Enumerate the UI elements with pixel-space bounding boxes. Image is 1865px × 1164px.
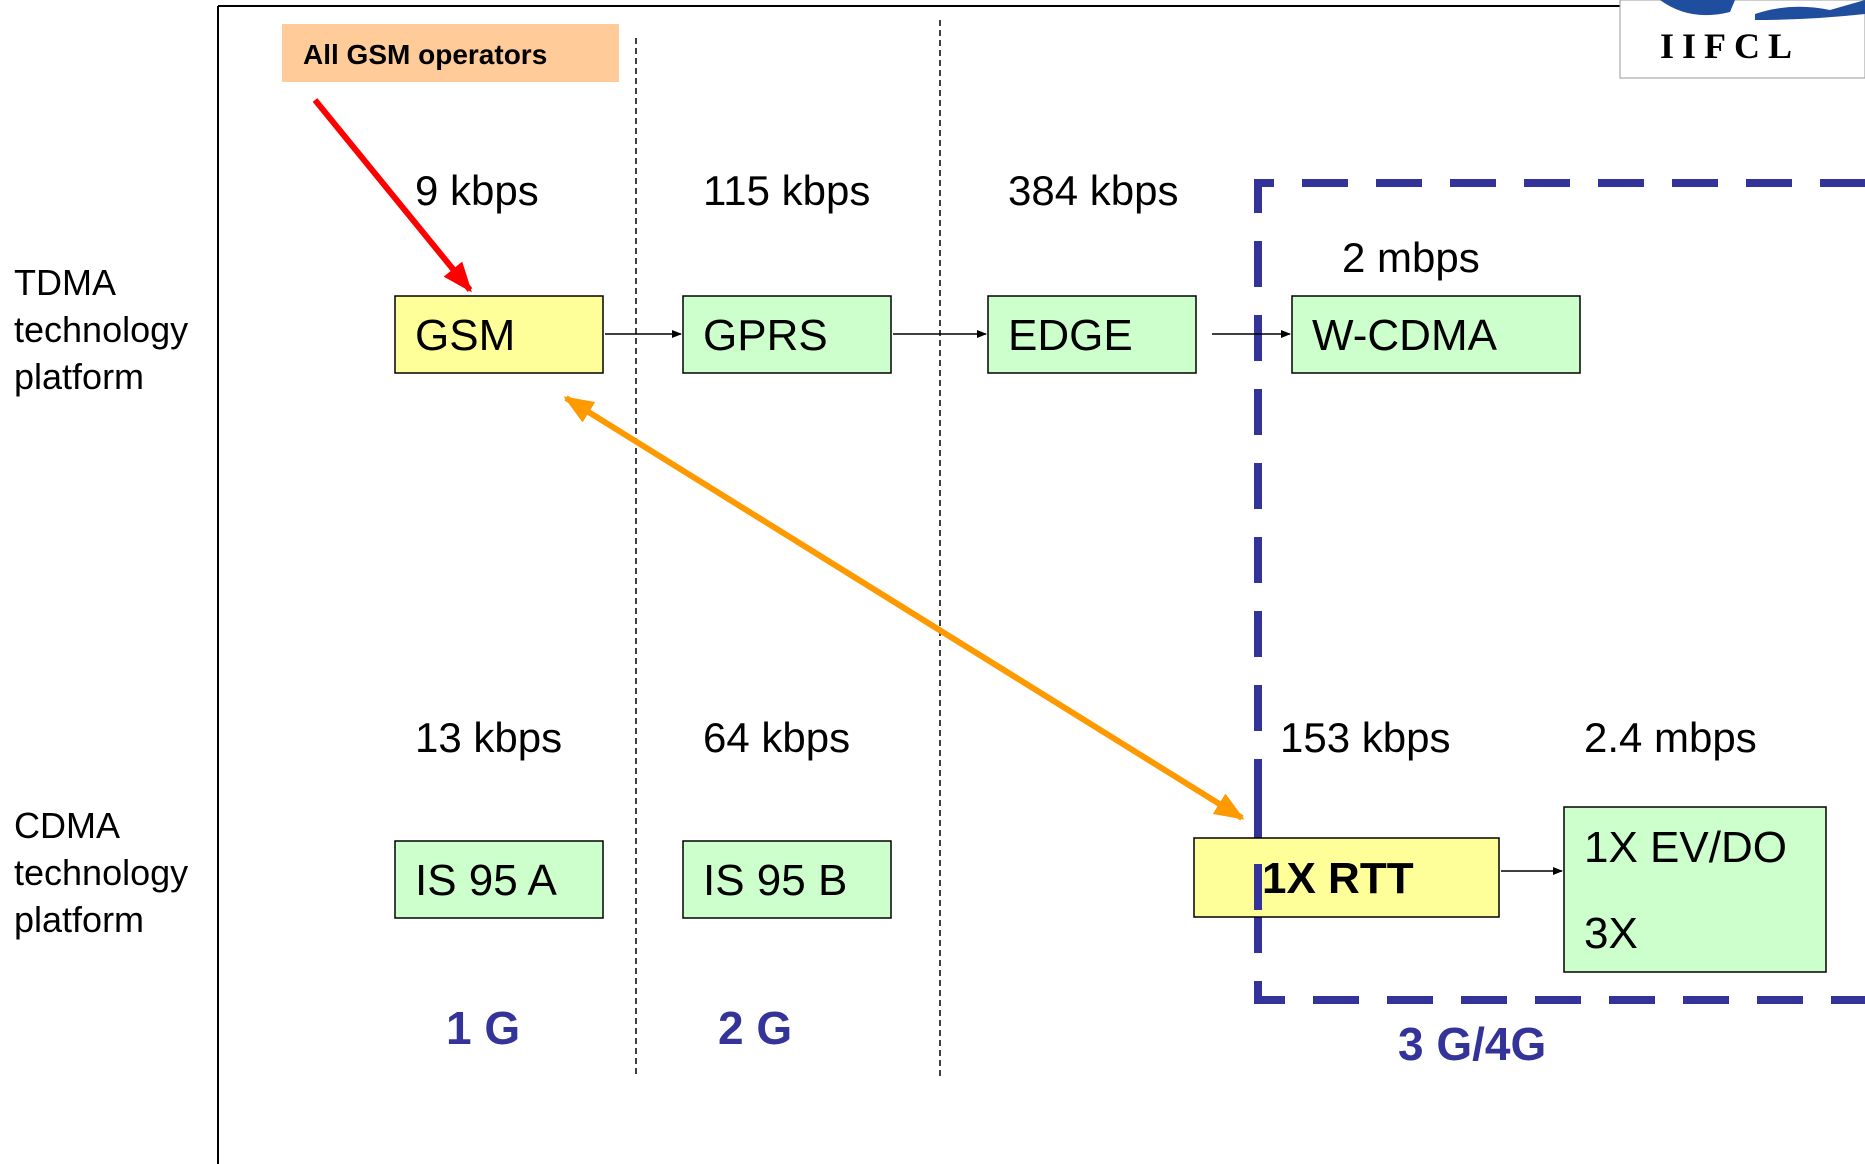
speed-edge: 384 kbps [1008,167,1178,214]
node-gprs-label: GPRS [703,311,828,360]
callout-box [282,24,619,82]
node-is95b: IS 95 B [682,840,892,919]
node-evdo-3x: 1X EV/DO 3X [1563,806,1827,973]
node-is95b-label: IS 95 B [703,856,847,905]
speed-is95a: 13 kbps [415,714,562,761]
node-is95a-label: IS 95 A [415,856,558,905]
tdma-line-1: TDMA [14,262,116,303]
cdma-line-1: CDMA [14,805,120,846]
node-1xrtt: 1X RTT [1193,837,1500,918]
generation-1g: 1 G [446,1002,520,1054]
generation-3g-4g: 3 G/4G [1398,1018,1546,1070]
tdma-line-3: platform [14,356,144,397]
node-gsm: GSM [394,295,604,374]
arrow-callout-to-gsm [312,98,473,293]
callout-label: All GSM operators [303,39,547,70]
speed-1xrtt: 153 kbps [1280,714,1450,761]
node-is95a: IS 95 A [394,840,604,919]
node-evdo-label: 1X EV/DO [1584,823,1787,872]
cdma-line-2: technology [14,852,188,893]
node-3x-label: 3X [1584,909,1638,958]
iifcl-logo: IIFCL [1619,0,1865,79]
logo-text: IIFCL [1660,26,1800,66]
arrow-gsm-to-1xrtt [563,395,1245,821]
node-gsm-label: GSM [415,311,515,360]
node-wcdma: W-CDMA [1291,295,1581,374]
speed-gsm: 9 kbps [415,167,539,214]
speed-wcdma: 2 mbps [1342,234,1480,281]
node-edge-label: EDGE [1008,311,1133,360]
generation-2g: 2 G [718,1002,792,1054]
cdma-platform-label: CDMA technology platform [14,805,198,940]
speed-evdo: 2.4 mbps [1584,714,1757,761]
cdma-line-3: platform [14,899,144,940]
node-wcdma-label: W-CDMA [1312,311,1498,360]
3g-4g-region [1254,179,1865,1004]
speed-gprs: 115 kbps [703,167,870,214]
node-gprs: GPRS [682,295,892,374]
speed-is95b: 64 kbps [703,714,850,761]
tdma-platform-label: TDMA technology platform [14,262,198,397]
node-edge: EDGE [987,295,1197,374]
node-1xrtt-label: 1X RTT [1262,854,1414,903]
tdma-line-2: technology [14,309,188,350]
